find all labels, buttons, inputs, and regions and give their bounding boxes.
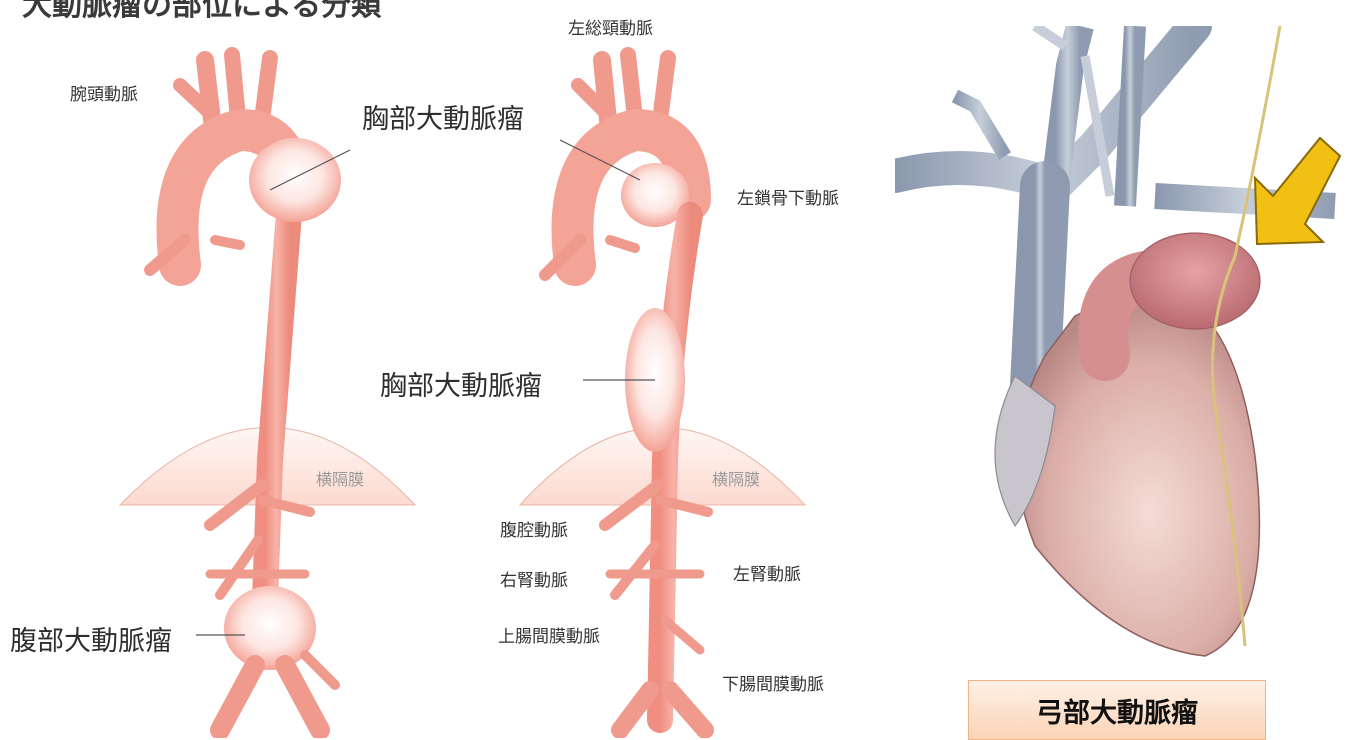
label-brachiocephalic: 腕頭動脈 [70, 80, 138, 105]
arrow-icon [1255, 138, 1340, 244]
label-left-subclavian: 左鎖骨下動脈 [737, 184, 839, 209]
label-superior-mesenteric: 上腸間膜動脈 [498, 622, 600, 647]
label-thoracic-aneurysm-top: 胸部大動脈瘤 [362, 97, 524, 136]
arch-aneurysm-heart [1130, 233, 1260, 329]
label-diaphragm-left: 横隔膜 [316, 466, 364, 490]
caption-arch-aneurysm: 弓部大動脈瘤 [1036, 691, 1198, 730]
label-celiac: 腹腔動脈 [500, 516, 568, 541]
label-left-renal: 左腎動脈 [733, 560, 801, 585]
label-diaphragm-middle: 横隔膜 [712, 466, 760, 490]
label-right-renal: 右腎動脈 [500, 566, 568, 591]
label-abdominal-aneurysm: 腹部大動脈瘤 [10, 619, 172, 658]
label-left-common-carotid: 左総頸動脈 [568, 14, 653, 39]
arch-aneurysm-left [249, 138, 341, 222]
label-thoracic-aneurysm-middle: 胸部大動脈瘤 [380, 364, 542, 403]
caption-box: 弓部大動脈瘤 [968, 680, 1266, 740]
heart-illustration [895, 26, 1360, 661]
label-inferior-mesenteric: 下腸間膜動脈 [722, 670, 824, 695]
